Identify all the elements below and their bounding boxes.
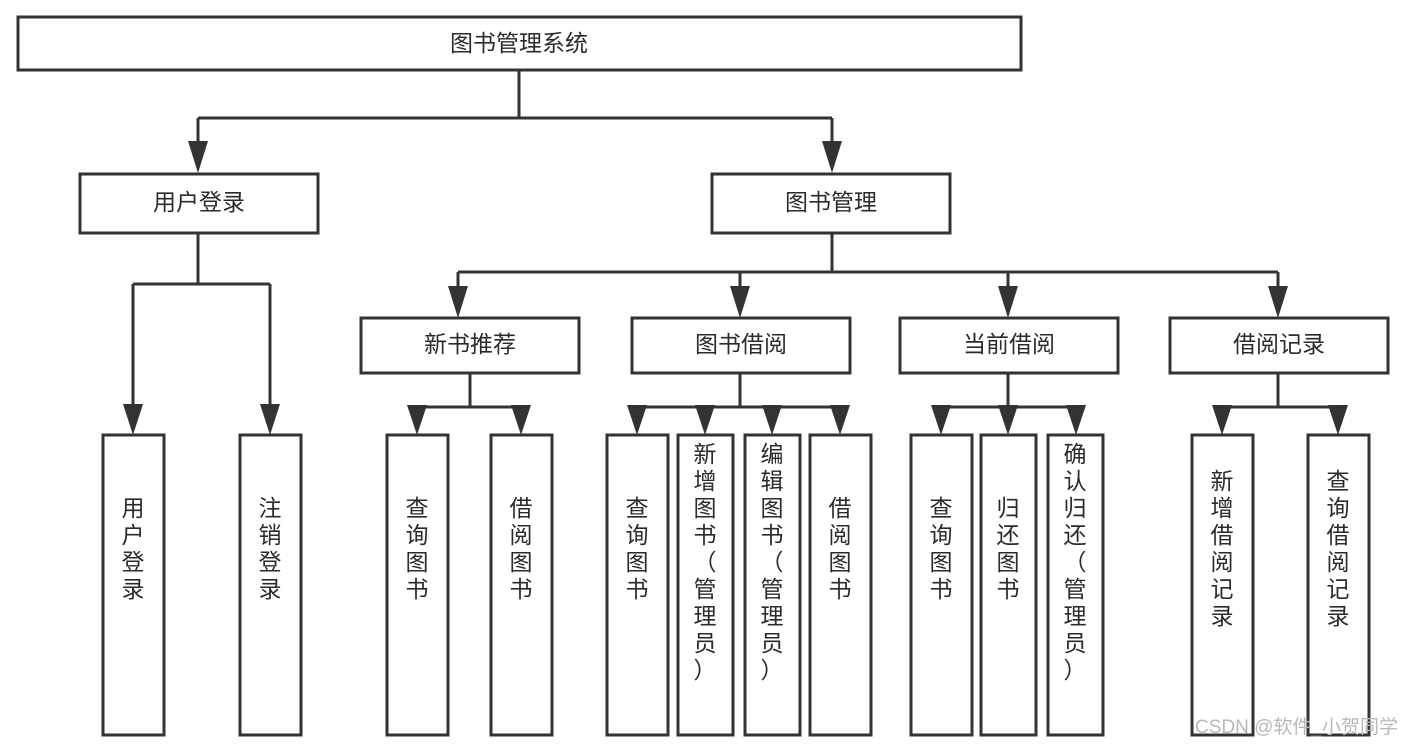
arrow-to-leaf-query-record [1328,405,1348,435]
node-leaf-query-book-3-label: 查询图书 [930,495,953,602]
arrow-to-leaf-borrow-book-1 [511,405,531,435]
node-root-label: 图书管理系统 [450,30,588,56]
node-leaf-user-login-box[interactable] [101,433,166,737]
node-new-book-recommend[interactable]: 新书推荐 [359,316,581,375]
node-leaf-query-record-box[interactable] [1306,433,1371,737]
csdn-watermark: CSDN @软件_小贺同学 [1195,716,1398,738]
node-leaf-return-book-box[interactable] [979,433,1038,737]
node-user-login-box[interactable] [78,172,320,235]
node-borrow-record-box[interactable] [1168,316,1390,375]
arrow-to-leaf-edit-book [762,405,782,435]
arrow-to-book-borrow [730,286,750,318]
node-leaf-query-book-1-box[interactable] [385,433,450,737]
node-leaf-query-record[interactable]: 查询借阅记录 [1306,433,1371,737]
arrow-to-new-book-recommend [448,286,468,318]
node-leaf-query-book-2-box[interactable] [605,433,670,737]
node-user-login[interactable]: 用户登录 [78,172,320,235]
node-leaf-query-book-3[interactable]: 查询图书 [909,433,974,737]
node-leaf-return-book[interactable]: 归还图书 [979,433,1038,737]
node-leaf-logout-login-box[interactable] [238,433,303,737]
node-leaf-borrow-book-2-box[interactable] [808,433,873,737]
node-leaf-edit-book-box[interactable] [743,433,802,737]
node-leaf-add-book[interactable]: 新增图书（管理员） [676,433,735,737]
node-leaf-query-book-3-box[interactable] [909,433,974,737]
node-root-box[interactable] [16,15,1023,72]
arrow-to-leaf-query-book-1 [407,405,427,435]
node-book-manage[interactable]: 图书管理 [710,172,952,235]
node-leaf-add-record-label: 新增借阅记录 [1211,468,1234,629]
node-leaf-query-book-1[interactable]: 查询图书 [385,433,450,737]
node-leaf-query-record-label: 查询借阅记录 [1327,468,1350,629]
node-leaf-edit-book[interactable]: 编辑图书（管理员） [743,433,802,737]
arrow-to-leaf-add-book [695,405,715,435]
node-book-manage-box[interactable] [710,172,952,235]
node-book-manage-label: 图书管理 [785,189,877,215]
node-current-borrow-box[interactable] [898,316,1120,375]
node-leaf-confirm-return-box[interactable] [1046,433,1105,737]
arrow-to-borrow-record [1268,286,1288,318]
connector-layer [123,70,1348,435]
node-new-book-recommend-label: 新书推荐 [424,331,516,357]
arrow-to-leaf-user-login [123,404,143,435]
arrow-to-leaf-query-book-3 [931,405,951,435]
node-current-borrow[interactable]: 当前借阅 [898,316,1120,375]
node-leaf-add-book-box[interactable] [676,433,735,737]
node-leaf-user-login[interactable]: 用户登录 [101,433,166,737]
node-leaf-borrow-book-2[interactable]: 借阅图书 [808,433,873,737]
node-book-borrow[interactable]: 图书借阅 [630,316,852,375]
arrow-to-leaf-confirm-return [1066,405,1086,435]
node-leaf-return-book-label: 归还图书 [997,495,1020,602]
node-leaf-add-record-box[interactable] [1190,433,1255,737]
arrow-to-current-borrow [998,286,1018,318]
node-leaf-add-record[interactable]: 新增借阅记录 [1190,433,1255,737]
node-leaf-borrow-book-1[interactable]: 借阅图书 [489,433,554,737]
node-leaf-add-book-label: 新增图书（管理员） [694,441,717,683]
node-leaf-borrow-book-1-box[interactable] [489,433,554,737]
node-leaf-confirm-return[interactable]: 确认归还（管理员） [1046,433,1105,737]
node-leaf-logout-login[interactable]: 注销登录 [238,433,303,737]
node-leaf-borrow-book-2-label: 借阅图书 [829,495,852,602]
arrow-to-leaf-borrow-book-2 [830,405,850,435]
node-current-borrow-label: 当前借阅 [963,331,1055,357]
arrow-to-leaf-query-book-2 [627,405,647,435]
node-leaf-query-book-1-label: 查询图书 [406,495,429,602]
node-leaf-query-book-2[interactable]: 查询图书 [605,433,670,737]
arrow-to-book-manage [822,141,842,173]
node-book-borrow-box[interactable] [630,316,852,375]
node-leaf-user-login-label: 用户登录 [122,495,145,602]
node-book-borrow-label: 图书借阅 [695,331,787,357]
node-borrow-record-label: 借阅记录 [1233,331,1325,357]
node-leaf-confirm-return-label: 确认归还（管理员） [1064,441,1087,683]
node-user-login-label: 用户登录 [153,189,245,215]
node-borrow-record[interactable]: 借阅记录 [1168,316,1390,375]
arrow-to-user-login [188,141,208,173]
node-leaf-query-book-2-label: 查询图书 [626,495,649,602]
node-new-book-recommend-box[interactable] [359,316,581,375]
node-leaf-logout-login-label: 注销登录 [259,495,282,602]
node-leaf-borrow-book-1-label: 借阅图书 [510,495,533,602]
node-root[interactable]: 图书管理系统 [16,15,1023,72]
node-leaf-edit-book-label: 编辑图书（管理员） [761,441,784,683]
arrow-to-leaf-logout-login [260,404,280,435]
arrow-to-leaf-add-record [1212,405,1232,435]
arrow-to-leaf-return-book [998,405,1018,435]
